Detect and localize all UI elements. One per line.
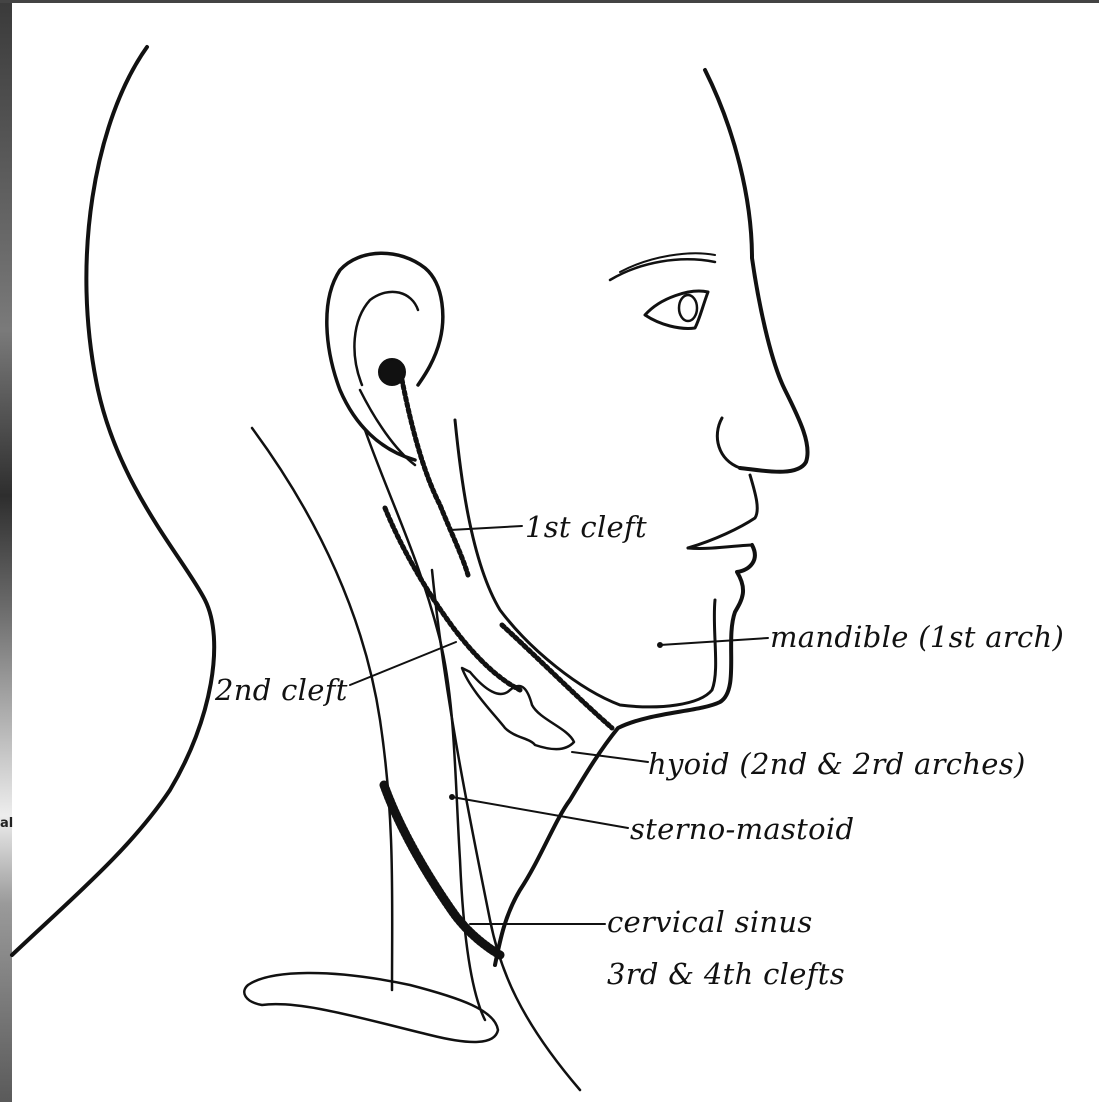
leader-first-cleft <box>450 526 522 530</box>
ear-outer <box>327 253 443 460</box>
leader-sterno-mastoid <box>452 797 628 828</box>
eye-iris <box>679 295 697 321</box>
eye-outline <box>645 291 708 328</box>
sternomastoid-line <box>432 570 580 1090</box>
neck-back-line <box>252 428 392 990</box>
label-third-fourth-clefts: 3rd & 4th clefts <box>607 957 845 991</box>
nostril-outline <box>717 418 740 468</box>
upper-lip <box>688 475 757 548</box>
label-mandible: mandible (1st arch) <box>770 620 1064 654</box>
label-first-cleft: 1st cleft <box>525 510 647 544</box>
cervical-sinus-tract <box>384 785 500 955</box>
head-back-outline <box>12 47 214 955</box>
first-cleft-tract <box>402 380 468 575</box>
second-cleft-tract-lower <box>502 625 612 728</box>
leader-hyoid <box>572 752 648 762</box>
mandible-point <box>658 643 663 648</box>
mandible-outline <box>455 420 716 707</box>
sterno-mastoid-point <box>450 795 455 800</box>
face-profile-outline <box>705 70 808 472</box>
label-cervical-sinus: cervical sinus <box>607 905 813 939</box>
label-second-cleft: 2nd cleft <box>215 673 348 707</box>
clavicle <box>244 973 498 1042</box>
label-sterno-mastoid: sterno-mastoid <box>630 812 854 846</box>
leader-second-cleft <box>350 642 456 685</box>
label-hyoid: hyoid (2nd & 2rd arches) <box>648 747 1026 781</box>
